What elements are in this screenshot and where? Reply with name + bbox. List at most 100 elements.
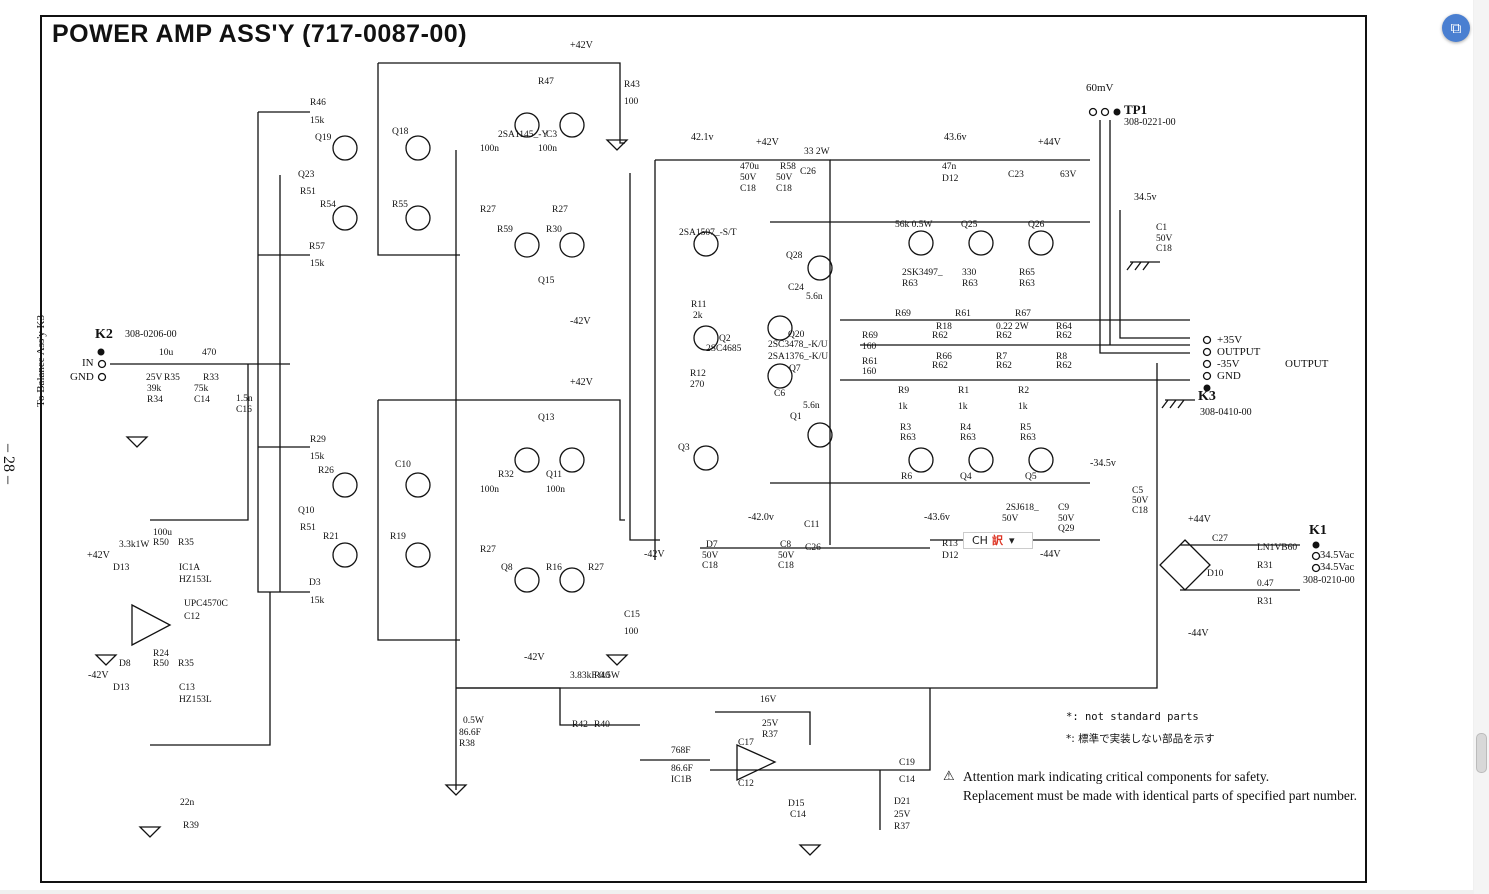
- component-label: Q18: [392, 127, 409, 137]
- connector-k3-pin-4: GND: [1217, 370, 1241, 382]
- component-label: Q2: [719, 334, 731, 344]
- component-label: R40: [594, 671, 610, 681]
- component-label: R2: [1018, 386, 1030, 396]
- component-label: 50V: [702, 551, 719, 561]
- component-label: D8: [119, 659, 131, 669]
- note-not-standard: *: not standard parts: [1066, 711, 1199, 723]
- component-label: R38: [459, 739, 475, 749]
- rail-label: -44V: [1188, 628, 1209, 639]
- component-label: R35: [178, 659, 194, 669]
- component-label: 1.5n: [236, 394, 253, 404]
- component-label: IC1A: [179, 563, 201, 573]
- component-label: R62: [932, 331, 948, 341]
- rail-label: -42V: [644, 549, 665, 560]
- component-label: R63: [1019, 279, 1035, 289]
- component-label: 1k: [898, 402, 908, 412]
- component-label: 16V: [760, 695, 777, 705]
- chevron-down-icon[interactable]: ▾: [1008, 534, 1015, 547]
- component-label: D12: [942, 174, 959, 184]
- component-label: Q28: [786, 251, 803, 261]
- component-label: R54: [320, 200, 336, 210]
- component-label: Q26: [1028, 220, 1045, 230]
- component-label: IC1B: [671, 775, 692, 785]
- component-label: C5: [1132, 486, 1144, 496]
- test-point-tp1-part: 308-0221-00: [1124, 117, 1176, 128]
- component-label: 63V: [1060, 170, 1077, 180]
- vertical-scrollbar[interactable]: [1474, 0, 1489, 894]
- component-label: R8: [1056, 352, 1068, 362]
- component-label: LN1VB60: [1257, 543, 1298, 553]
- component-label: 25V: [146, 373, 163, 383]
- scrollbar-thumb[interactable]: [1476, 733, 1487, 773]
- component-label: 50V: [740, 173, 757, 183]
- component-label: R63: [962, 279, 978, 289]
- component-label: R13: [942, 539, 958, 549]
- component-label: 15k: [310, 452, 325, 462]
- component-label: D12: [942, 551, 959, 561]
- rail-label: +44V: [1038, 137, 1061, 148]
- rail-label: 34.5v: [1134, 192, 1157, 203]
- connector-k3-label: K3: [1198, 389, 1216, 404]
- component-label: 5.6n: [803, 401, 820, 411]
- component-label: C13: [179, 683, 195, 693]
- component-label: R62: [996, 361, 1012, 371]
- translate-icon[interactable]: 訳: [991, 534, 1003, 547]
- connector-k1-label: K1: [1309, 523, 1327, 538]
- component-label: R51: [300, 187, 316, 197]
- component-label: C1: [1156, 223, 1168, 233]
- component-label: R31: [1257, 597, 1273, 607]
- component-label: R50: [153, 659, 169, 669]
- rail-label: +42V: [570, 377, 593, 388]
- component-label: 330: [962, 268, 977, 278]
- component-label: 25V: [762, 719, 779, 729]
- component-label: R35: [178, 538, 194, 548]
- component-label: C14: [899, 775, 915, 785]
- component-label: 15k: [310, 116, 325, 126]
- page-title: POWER AMP ASS'Y (717-0087-00): [52, 20, 468, 48]
- component-label: R9: [898, 386, 910, 396]
- component-label: 2SA1507_-S/T: [679, 228, 737, 238]
- component-label: C19: [899, 758, 915, 768]
- component-label: 100u: [153, 528, 172, 538]
- component-label: C10: [395, 460, 411, 470]
- component-label: C26: [805, 543, 821, 553]
- component-label: Q25: [961, 220, 978, 230]
- connector-pins: [97, 107, 1321, 573]
- component-label: 0.47: [1257, 579, 1274, 589]
- component-label: 100n: [480, 485, 499, 495]
- component-label: 86.6F: [671, 764, 693, 774]
- component-label: Q7: [789, 364, 801, 374]
- component-label: Q15: [538, 276, 555, 286]
- component-label: 75k: [194, 384, 209, 394]
- component-label: 50V: [778, 551, 795, 561]
- component-label: D13: [113, 563, 130, 573]
- image-translate-icon[interactable]: ⧉: [1442, 14, 1470, 42]
- component-label: R27: [552, 205, 568, 215]
- component-label: R64: [1056, 322, 1072, 332]
- component-label: R63: [902, 279, 918, 289]
- component-label: R37: [894, 822, 910, 832]
- component-label: 160: [862, 342, 877, 352]
- component-label: Q4: [960, 472, 972, 482]
- component-label: R32: [498, 470, 514, 480]
- component-label: R1: [958, 386, 970, 396]
- component-label: C12: [738, 779, 754, 789]
- connector-k2-pin-in: IN: [82, 357, 94, 369]
- rail-label: -44V: [1040, 549, 1061, 560]
- component-label: C23: [1008, 170, 1024, 180]
- rail-label: -34.5v: [1090, 458, 1116, 469]
- output-label: OUTPUT: [1285, 358, 1329, 370]
- test-point-tp1-label: TP1: [1124, 102, 1148, 117]
- component-label: 86.6F: [459, 728, 481, 738]
- component-label: 0.22 2W: [996, 322, 1029, 332]
- component-label: R12: [690, 369, 706, 379]
- connector-k2-label: K2: [95, 327, 113, 342]
- connector-k1-part: 308-0210-00: [1303, 575, 1355, 586]
- connector-k3-pin-2: OUTPUT: [1217, 346, 1261, 358]
- component-label: Q8: [501, 563, 513, 573]
- component-label: R26: [318, 466, 334, 476]
- component-label: C15: [624, 610, 640, 620]
- component-label: R27: [480, 545, 496, 555]
